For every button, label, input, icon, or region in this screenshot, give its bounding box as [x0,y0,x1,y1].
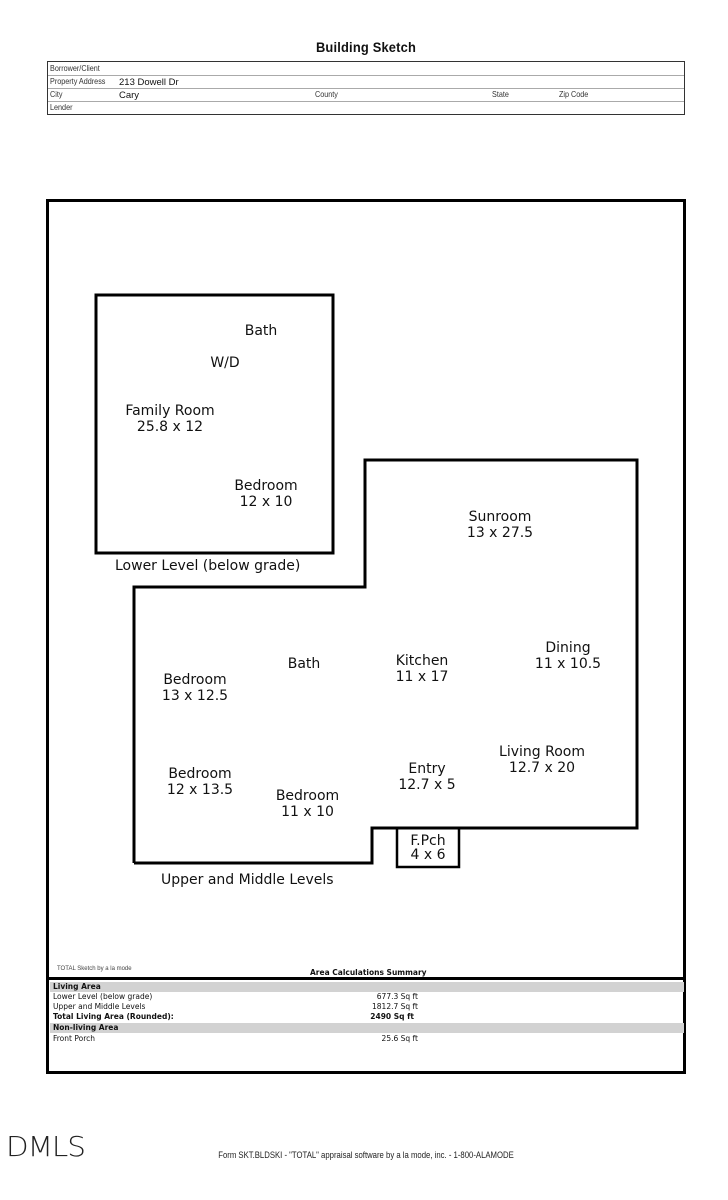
room-name: Living Room [499,744,585,760]
summary-row: Upper and Middle Levels 1812.7 Sq ft [50,1002,684,1012]
sketch-credit: TOTAL Sketch by a la mode [57,966,132,972]
area-value: 1812.7 Sq ft [372,1002,418,1011]
address-value: 213 Dowell Dr [119,77,179,88]
room-name: Bedroom [234,478,298,494]
room-name: Sunroom [468,509,532,525]
room-dims: 25.8 x 12 [136,419,204,435]
county-label: County [315,89,338,99]
room-sunroom: Sunroom 13 x 27.5 [455,509,545,541]
borrower-label: Borrower/Client [50,63,100,73]
upper-level-label: Upper and Middle Levels [161,872,334,888]
room-dims: 12 x 10 [239,494,293,510]
room-bedroom-1: Bedroom 13 x 12.5 [150,672,240,704]
total-living-row: Total Living Area (Rounded): 2490 Sq ft [50,1012,684,1022]
section-label: Living Area [53,982,101,991]
address-row: Property Address 213 Dowell Dr [48,75,684,89]
room-lower-bedroom: Bedroom 12 x 10 [226,478,306,510]
area-value: 2490 Sq ft [370,1012,414,1021]
room-name: F.Pch [410,833,446,849]
room-lower-wd: W/D [200,355,250,371]
area-name: Front Porch [53,1034,95,1043]
area-name: Lower Level (below grade) [53,992,153,1001]
room-dims: 11 x 17 [395,669,449,685]
room-dining: Dining 11 x 10.5 [523,640,613,672]
living-area-header: Living Area [50,982,684,992]
zip-label: Zip Code [559,89,589,99]
city-label: City [50,89,63,99]
room-dims: 11 x 10 [281,804,334,820]
summary-divider [48,977,684,980]
form-footer: Form SKT.BLDSKI - "TOTAL" appraisal soft… [218,1150,514,1160]
lender-row: Lender [48,101,684,114]
area-name: Total Living Area (Rounded): [53,1012,174,1021]
page-title: Building Sketch [315,39,417,55]
room-name: Bedroom [163,672,227,688]
area-name: Upper and Middle Levels [53,1002,146,1011]
area-value: 677.3 Sq ft [376,992,418,1001]
summary-row: Lower Level (below grade) 677.3 Sq ft [50,992,684,1002]
room-dims: 13 x 12.5 [161,688,229,704]
city-value: Cary [119,90,140,101]
state-label: State [492,89,509,99]
room-bedroom-3: Bedroom 11 x 10 [265,788,350,820]
room-name: Family Room [125,403,215,419]
room-dims: 11 x 10.5 [534,656,602,672]
room-bedroom-2: Bedroom 12 x 13.5 [155,766,245,798]
room-name: Bedroom [275,788,340,804]
room-family-room: Family Room 25.8 x 12 [115,403,225,435]
address-label: Property Address [50,76,106,86]
property-info-table: Borrower/Client Property Address 213 Dow… [47,61,685,115]
room-name: Bath [244,323,278,339]
room-kitchen: Kitchen 11 x 17 [382,653,462,685]
nonliving-area-header: Non-living Area [50,1023,684,1033]
room-front-porch: F.Pch 4 x 6 [398,834,458,862]
lender-label: Lender [50,102,73,112]
lower-level-label: Lower Level (below grade) [115,558,301,574]
room-name: Kitchen [395,653,449,669]
room-name: Dining [545,640,591,656]
area-value: 25.6 Sq ft [381,1034,418,1043]
summary-row: Front Porch 25.6 Sq ft [50,1034,684,1044]
section-label: Non-living Area [53,1023,119,1032]
room-entry: Entry 12.7 x 5 [387,761,467,793]
room-name: W/D [210,355,240,371]
room-lower-bath: Bath [236,323,286,339]
room-name: Entry [408,761,446,777]
summary-title: Area Calculations Summary [310,968,427,977]
room-dims: 13 x 27.5 [466,525,534,541]
room-living-room: Living Room 12.7 x 20 [492,744,592,776]
city-row: City Cary County State Zip Code [48,88,684,102]
room-upper-bath: Bath [279,656,329,672]
room-dims: 4 x 6 [410,847,446,863]
room-name: Bedroom [168,766,232,782]
dmls-logo: DMLS [6,1130,86,1163]
room-dims: 12.7 x 5 [398,777,456,793]
room-name: Bath [287,656,321,672]
borrower-row: Borrower/Client [48,62,684,76]
room-dims: 12.7 x 20 [508,760,576,776]
sketch-frame [46,199,686,1074]
room-dims: 12 x 13.5 [166,782,234,798]
